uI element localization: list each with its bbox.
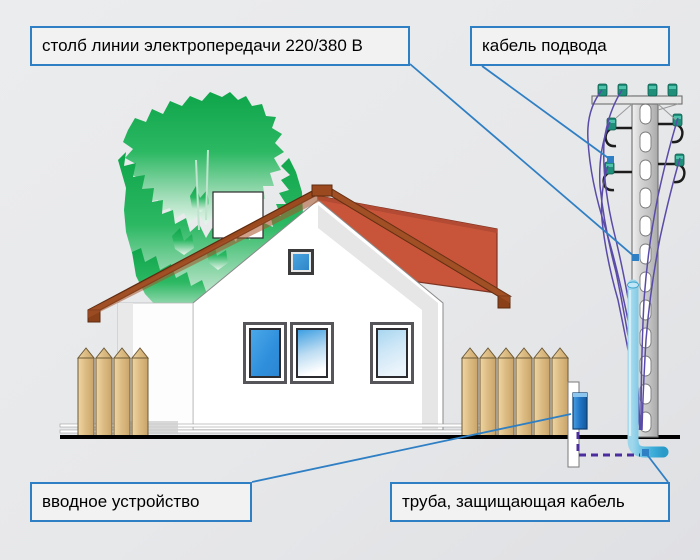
- leader-supply-cable: [481, 65, 612, 161]
- leader-entry-device: [251, 413, 572, 483]
- leader-protective-pipe: [644, 451, 669, 483]
- window-1: [243, 322, 287, 384]
- callout-entry-device[interactable]: вводное устройство: [30, 482, 252, 522]
- callout-supply-cable-label: кабель подвода: [482, 35, 607, 55]
- callout-utility-pole[interactable]: столб линии электропередачи 220/380 В: [30, 26, 410, 66]
- window-2: [290, 322, 334, 384]
- callout-supply-cable[interactable]: кабель подвода: [470, 26, 670, 66]
- callout-protective-pipe[interactable]: труба, защищающая кабель: [390, 482, 670, 522]
- leader-pole: [409, 63, 637, 259]
- callout-protective-pipe-label: труба, защищающая кабель: [402, 491, 625, 511]
- attic-window: [288, 249, 314, 275]
- leader-endpoints: [607, 156, 649, 456]
- window-3: [370, 322, 414, 384]
- utility-pole: [591, 83, 686, 438]
- pole-crossarm: [591, 95, 683, 105]
- underground-cable: [576, 432, 640, 457]
- side-insulators-right: [658, 113, 686, 184]
- entry-device-box: [572, 392, 588, 430]
- fence-left: [76, 347, 150, 437]
- house: [59, 184, 513, 434]
- entry-device: [567, 381, 588, 468]
- callout-entry-device-label: вводное устройство: [42, 491, 200, 511]
- callout-utility-pole-label: столб линии электропередачи 220/380 В: [42, 35, 363, 55]
- leader-lines: [251, 63, 669, 483]
